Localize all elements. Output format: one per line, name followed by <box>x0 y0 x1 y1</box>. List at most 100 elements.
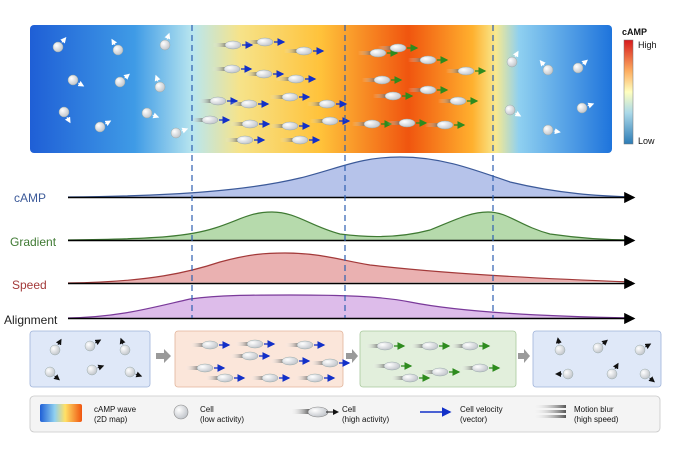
cell-high-activity <box>246 339 264 349</box>
cell-low-activity <box>44 366 56 378</box>
motion-blur-trail <box>362 78 378 82</box>
motion-blur-trail <box>390 376 406 380</box>
cell-high-activity <box>363 119 381 129</box>
motion-blur-trail <box>425 123 441 127</box>
cell-direction-arrow <box>135 371 143 378</box>
cell-high-activity <box>398 118 416 128</box>
track-label-speed: Speed <box>12 278 47 292</box>
cell-high-activity <box>223 64 241 74</box>
cell-high-activity <box>389 43 407 53</box>
cell-direction-arrow <box>94 339 102 346</box>
cell-direction-arrow <box>581 59 588 66</box>
track-gradient: Gradient <box>10 211 636 249</box>
cell-direction-arrow <box>55 338 62 346</box>
cell-low-activity <box>504 104 516 116</box>
transition-arrow-1 <box>156 349 171 363</box>
cell-low-activity <box>542 64 554 76</box>
cell-low-activity <box>562 368 574 380</box>
alignment-curve <box>67 294 633 319</box>
cell-high-activity <box>256 37 274 47</box>
motion-blur-trail <box>310 119 326 123</box>
cell-high-activity <box>281 121 299 131</box>
cell-high-activity <box>287 74 305 84</box>
cell-direction-arrow <box>53 374 60 381</box>
cell-direction-arrow <box>612 362 619 370</box>
camp-wave-map <box>30 25 612 153</box>
motion-blur-trail <box>295 376 311 380</box>
motion-blur-trail <box>190 118 206 122</box>
motion-blur-trail <box>285 343 301 347</box>
legend-velocity-sub: (vector) <box>460 415 487 424</box>
transition-arrow-3 <box>518 349 530 363</box>
motion-blur-trail <box>460 366 476 370</box>
transition-arrow-2 <box>346 349 358 363</box>
legend-cell-high-sub: (high activity) <box>342 415 389 424</box>
cell-high-activity <box>241 351 259 361</box>
cell-direction-arrow <box>553 128 561 135</box>
motion-blur-trail <box>352 122 368 126</box>
cell-low-activity <box>170 127 182 139</box>
motion-blur-trail <box>270 359 286 363</box>
cell-low-activity <box>119 344 131 356</box>
motion-blur-trail <box>230 122 246 126</box>
cell-direction-arrow <box>601 339 608 346</box>
cell-high-activity <box>383 361 401 371</box>
motion-blur-trail <box>185 366 201 370</box>
motion-blur-trail <box>270 95 286 99</box>
cell-high-activity <box>471 363 489 373</box>
cell-high-activity <box>295 46 313 56</box>
cell-high-activity <box>376 341 394 351</box>
cell-high-activity <box>236 135 254 145</box>
cell-direction-arrow <box>539 60 546 67</box>
motion-blur-trail <box>225 138 241 142</box>
gradient-curve-fill <box>68 212 632 240</box>
cell-high-activity <box>196 363 214 373</box>
cell-direction-arrow <box>644 343 652 350</box>
track-label-camp: cAMP <box>14 191 46 205</box>
cell-direction-arrow <box>64 116 71 124</box>
motion-blur-trail <box>284 49 300 53</box>
cell-high-activity <box>373 75 391 85</box>
cell-high-activity <box>240 99 258 109</box>
cell-high-activity <box>321 358 339 368</box>
cell-direction-arrow <box>514 110 522 117</box>
cell-direction-arrow <box>587 102 595 109</box>
motion-blur-trail <box>213 43 229 47</box>
cell-low-activity <box>506 56 518 68</box>
cell-low-activity <box>86 364 98 376</box>
cell-direction-arrow <box>119 337 126 345</box>
track-camp: cAMP <box>14 156 636 205</box>
cell-high-activity <box>201 115 219 125</box>
cell-high-activity <box>431 367 449 377</box>
cell-low-activity <box>572 62 584 74</box>
motion-blur-trail <box>372 364 388 368</box>
cell-high-activity <box>224 40 242 50</box>
cell-low-activity <box>84 340 96 352</box>
track-speed: Speed <box>12 252 636 292</box>
motion-blur-trail <box>387 121 403 125</box>
track-label-alignment: Alignment <box>4 313 58 327</box>
legend-wave-name: cAMP wave <box>94 405 137 414</box>
cell-low-activity <box>592 342 604 354</box>
cell-low-activity <box>542 124 554 136</box>
cell-high-activity <box>401 373 419 383</box>
cell-direction-arrow <box>164 32 171 40</box>
motion-blur-trail <box>307 102 323 106</box>
cell-high-activity <box>209 96 227 106</box>
track-alignment: Alignment <box>4 294 636 327</box>
camp-curve <box>67 156 633 198</box>
legend-wave-swatch <box>40 404 82 422</box>
alignment-curve-fill <box>68 295 632 318</box>
legend-cell-low-icon <box>173 404 189 420</box>
cell-direction-arrow <box>154 74 161 82</box>
cell-low-activity <box>159 39 171 51</box>
legend-cell-high-icon <box>290 406 339 418</box>
motion-blur-trail <box>358 51 374 55</box>
cell-high-activity <box>369 48 387 58</box>
cell-direction-arrow <box>555 337 562 345</box>
motion-blur-trail <box>450 344 466 348</box>
motion-blur-trail <box>378 46 394 50</box>
cell-low-activity <box>112 44 124 56</box>
cell-high-activity <box>296 340 314 350</box>
colorbar <box>623 39 634 145</box>
